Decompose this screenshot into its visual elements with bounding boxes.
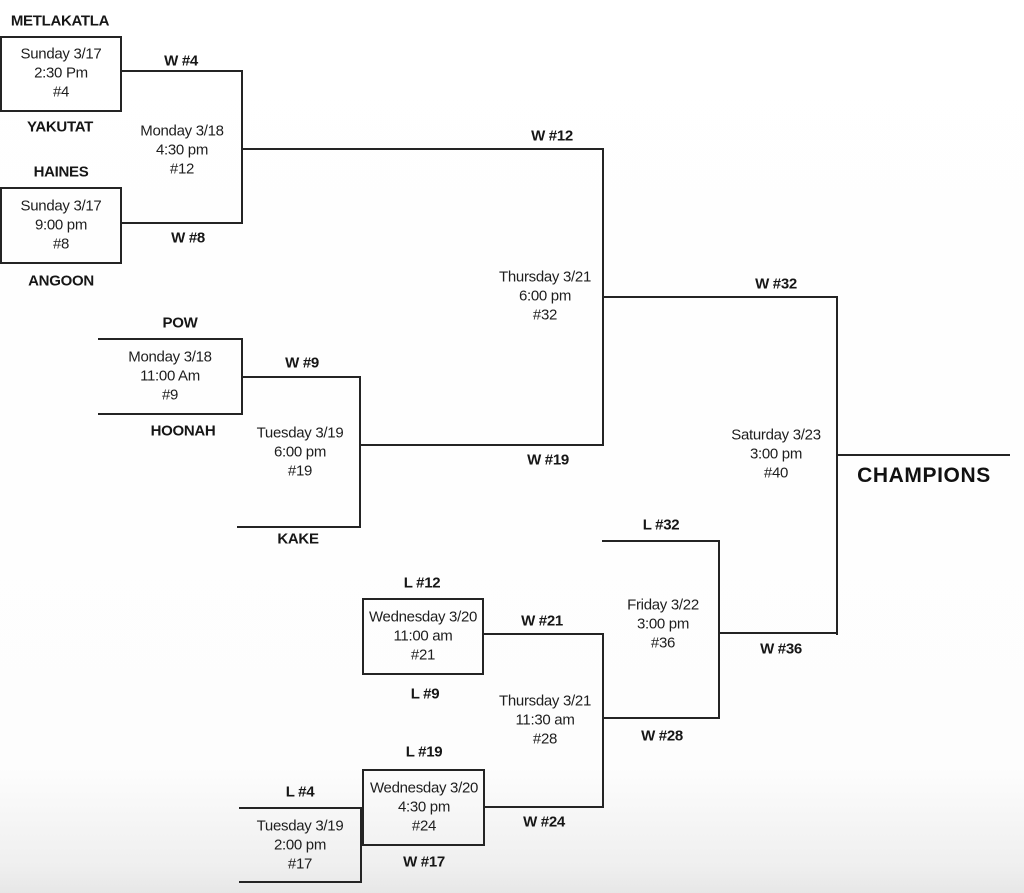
label-l19: L #19 [405, 743, 443, 761]
game-17-details: Tuesday 3/19 2:00 pm #17 [257, 817, 344, 874]
game-36-details: Friday 3/22 3:00 pm #36 [627, 596, 699, 653]
game-8-date: Sunday 3/17 [20, 197, 102, 215]
connector-kake-line [237, 526, 361, 528]
connector-v-game40 [836, 296, 838, 635]
label-w4: W #4 [164, 52, 198, 70]
label-w8: W #8 [171, 229, 205, 247]
game-9-details: Monday 3/18 11:00 Am #9 [128, 348, 212, 405]
game-36-time: 3:00 pm [636, 615, 690, 633]
label-w12: W #12 [531, 127, 573, 145]
label-w36: W #36 [760, 640, 802, 658]
connector-w32-line [602, 296, 838, 298]
game-4-time: 2:30 Pm [34, 64, 88, 82]
game-21-details: Wednesday 3/20 11:00 am #21 [369, 608, 477, 665]
game-40-number: #40 [763, 464, 789, 482]
game-12-details: Monday 3/18 4:30 pm #12 [140, 122, 224, 179]
game-box-8 [0, 187, 122, 264]
champions-label: CHAMPIONS [857, 464, 991, 487]
connector-w4-out [122, 70, 242, 72]
game-4-date: Sunday 3/17 [20, 45, 102, 63]
game-24-date: Wednesday 3/20 [369, 779, 479, 797]
game-8-details: Sunday 3/17 9:00 pm #8 [21, 197, 102, 254]
game-8-number: #8 [52, 235, 70, 253]
connector-champions-line [836, 454, 1010, 456]
connector-w8-out [122, 222, 242, 224]
game-21-date: Wednesday 3/20 [368, 608, 478, 626]
game-box-17 [239, 807, 362, 883]
game-4-details: Sunday 3/17 2:30 Pm #4 [21, 45, 102, 102]
game-24-details: Wednesday 3/20 4:30 pm #24 [370, 779, 478, 836]
connector-w28-out [602, 717, 720, 719]
label-w17: W #17 [403, 853, 445, 871]
label-l12: L #12 [403, 574, 441, 592]
game-9-time: 11:00 Am [140, 367, 200, 385]
team-pow: POW [162, 314, 198, 332]
label-w9: W #9 [285, 354, 319, 372]
label-w32: W #32 [755, 275, 797, 293]
game-36-date: Friday 3/22 [627, 596, 699, 614]
game-12-number: #12 [169, 160, 195, 178]
game-28-details: Thursday 3/21 11:30 am #28 [499, 692, 591, 749]
team-haines: HAINES [33, 163, 89, 181]
game-40-details: Saturday 3/23 3:00 pm #40 [731, 426, 821, 483]
label-w21: W #21 [521, 612, 563, 630]
connector-v-game12 [241, 70, 243, 224]
game-32-details: Thursday 3/21 6:00 pm #32 [499, 268, 591, 325]
game-12-time: 4:30 pm [155, 141, 209, 159]
game-24-time: 4:30 pm [397, 798, 451, 816]
game-box-21 [362, 598, 484, 675]
game-19-number: #19 [287, 462, 313, 480]
label-w19: W #19 [527, 451, 569, 469]
game-32-date: Thursday 3/21 [499, 268, 591, 286]
connector-w19-line [359, 444, 604, 446]
game-19-details: Tuesday 3/19 6:00 pm #19 [257, 424, 344, 481]
game-36-number: #36 [650, 634, 676, 652]
label-l4: L #4 [285, 783, 315, 801]
team-kake: KAKE [277, 530, 319, 548]
connector-w36-out [718, 632, 838, 634]
game-19-date: Tuesday 3/19 [256, 424, 344, 442]
game-17-time: 2:00 pm [273, 836, 327, 854]
game-24-number: #24 [411, 817, 437, 835]
game-4-number: #4 [52, 83, 70, 101]
game-28-number: #28 [532, 730, 558, 748]
connector-v-game19 [359, 376, 361, 528]
game-17-number: #17 [287, 855, 313, 873]
game-19-time: 6:00 pm [273, 443, 327, 461]
game-box-4 [0, 36, 122, 112]
game-17-date: Tuesday 3/19 [256, 817, 344, 835]
game-12-date: Monday 3/18 [140, 122, 224, 140]
label-w28: W #28 [641, 727, 683, 745]
connector-w21-out [483, 633, 604, 635]
game-40-time: 3:00 pm [749, 445, 803, 463]
game-32-time: 6:00 pm [518, 287, 572, 305]
game-21-time: 11:00 am [393, 627, 453, 645]
game-32-number: #32 [532, 306, 558, 324]
team-metlakatla: METLAKATLA [10, 12, 110, 30]
team-hoonah: HOONAH [150, 422, 216, 440]
connector-v-game28 [602, 633, 604, 808]
label-l9: L #9 [410, 685, 440, 703]
team-angoon: ANGOON [28, 272, 94, 290]
game-21-number: #21 [410, 646, 436, 664]
game-9-date: Monday 3/18 [128, 348, 212, 366]
label-w24: W #24 [523, 813, 565, 831]
team-yakutat: YAKUTAT [27, 118, 93, 136]
connector-v-game36 [718, 540, 720, 719]
connector-w12-line [241, 148, 603, 150]
game-28-date: Thursday 3/21 [499, 692, 591, 710]
connector-w24-out [484, 806, 604, 808]
game-40-date: Saturday 3/23 [731, 426, 821, 444]
game-28-time: 11:30 am [515, 711, 575, 729]
connector-v-game32 [602, 148, 604, 446]
label-l32: L #32 [642, 516, 680, 534]
connector-w9-out [241, 376, 361, 378]
connector-l32-line [602, 540, 720, 542]
game-9-number: #9 [161, 386, 179, 404]
game-8-time: 9:00 pm [34, 216, 88, 234]
